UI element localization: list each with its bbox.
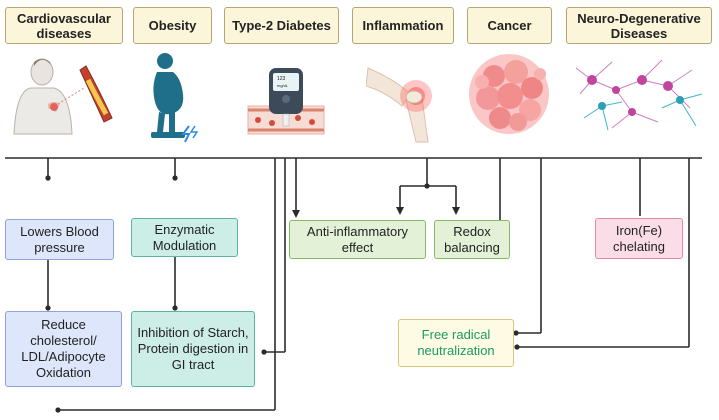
box-redox-balancing: Redox balancing: [434, 220, 510, 259]
box-reduce-cholesterol: Reduce cholesterol/ LDL/Adipocyte Oxidat…: [5, 311, 122, 387]
neurons-illustration: [575, 59, 703, 131]
box-lowers-blood-pressure: Lowers Blood pressure: [5, 219, 114, 260]
header-type2-diabetes: Type-2 Diabetes: [224, 7, 339, 44]
glucometer-unit: mg/dL: [277, 83, 289, 88]
cancer-cells-illustration: [469, 54, 549, 134]
box-anti-inflammatory: Anti-inflammatory effect: [289, 220, 426, 259]
glucometer-illustration: [247, 68, 325, 135]
box-enzymatic-modulation: Enzymatic Modulation: [131, 218, 238, 257]
box-inhibition-starch: Inhibition of Starch, Protein digestion …: [131, 311, 255, 387]
box-free-radical-neutralization: Free radical neutralization: [398, 319, 514, 367]
knee-illustration: [366, 67, 432, 143]
box-iron-chelating: Iron(Fe) chelating: [595, 218, 683, 259]
header-inflammation: Inflammation: [352, 7, 454, 44]
glucometer-reading: 123: [277, 76, 286, 82]
obesity-illustration: [151, 53, 199, 143]
header-obesity: Obesity: [133, 7, 212, 44]
cardiovascular-illustration: [13, 58, 113, 135]
header-neurodegenerative: Neuro-Degenerative Diseases: [566, 7, 712, 44]
header-cancer: Cancer: [467, 7, 552, 44]
header-cardiovascular: Cardiovascular diseases: [5, 7, 123, 44]
